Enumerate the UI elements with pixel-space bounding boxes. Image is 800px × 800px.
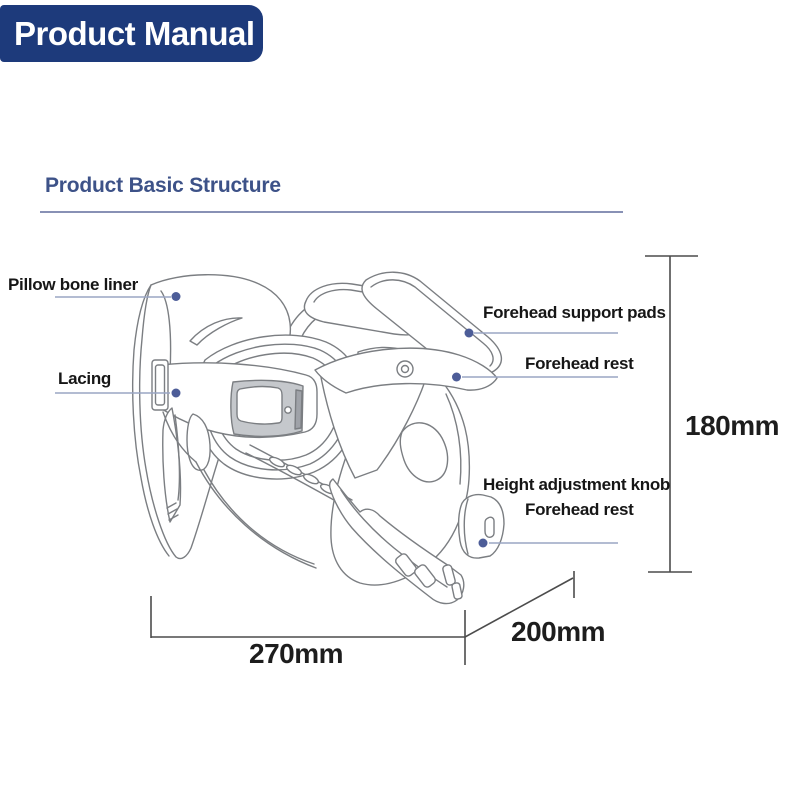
label-pillow-bone-liner: Pillow bone liner [8,275,138,294]
page-title: Product Manual [14,14,255,52]
dot-pillow-bone-liner [171,292,181,301]
dot-height-adjustment-knob [478,538,488,548]
label-forehead-rest-upper: Forehead rest [525,354,634,373]
label-height-adjustment-knob: Height adjustment knob [483,475,671,494]
dimension-200mm-line [464,571,575,638]
dimension-depth: 200mm [511,616,606,647]
dot-forehead-support-pads [464,328,474,338]
height-adjustment-knob-shape [457,493,505,559]
dimension-height: 180mm [685,410,780,441]
forehead-support-pad [361,271,503,377]
vent-slots [268,456,337,495]
page-header-banner: Product Manual [0,5,263,62]
label-forehead-rest-lower: Forehead rest [525,500,634,519]
bottom-strap [328,478,465,605]
section-title-underline [40,211,623,213]
lacing-strap [151,359,318,439]
dimension-width: 270mm [249,638,344,669]
leader-lines [55,296,618,544]
dot-forehead-rest-upper [452,372,461,382]
label-forehead-support-pads: Forehead support pads [483,303,666,322]
dot-lacing [171,388,181,398]
dimension-180mm-line [645,255,698,573]
lower-left-tongue [162,407,211,523]
section-title: Product Basic Structure [45,174,281,197]
dimension-270mm-line [150,596,466,665]
cervical-collar-drawing [132,271,505,605]
dimension-lines [150,255,698,665]
leader-dots [171,292,488,548]
label-lacing: Lacing [58,369,111,388]
pivot-screw [396,360,414,378]
